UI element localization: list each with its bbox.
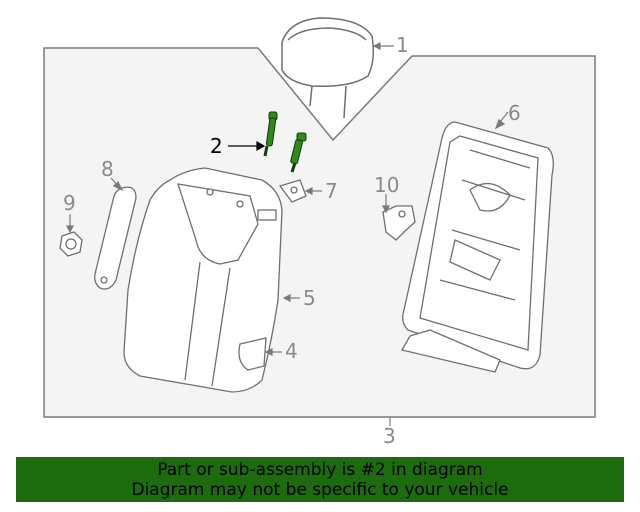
- callout-7: 7: [325, 179, 338, 203]
- callout-10: 10: [374, 173, 399, 197]
- clip-part-7: [278, 179, 307, 203]
- callout-5: 5: [303, 286, 316, 310]
- leader-lines: [66, 42, 509, 426]
- banner-line-1: Part or sub-assembly is #2 in diagram: [157, 460, 483, 480]
- headrest-part-1: [281, 17, 375, 119]
- trim-part-4: [238, 337, 267, 371]
- nut-part-9: [59, 231, 83, 257]
- callout-6: 6: [508, 101, 521, 125]
- info-banner: Part or sub-assembly is #2 in diagram Di…: [16, 457, 624, 502]
- callout-2: 2: [210, 134, 223, 158]
- callout-1: 1: [396, 33, 409, 57]
- seatback-cover-part-5: [123, 167, 283, 393]
- banner-line-2: Diagram may not be specific to your vehi…: [131, 480, 509, 500]
- callout-4: 4: [285, 339, 298, 363]
- seatback-frame-part-6: [401, 121, 554, 373]
- side-trim-part-8: [94, 186, 137, 290]
- callout-3: 3: [383, 424, 396, 448]
- parts-diagram: 1 2 3 4 5 6 7 8 9 10: [43, 17, 596, 448]
- guide-bolts-part-2: [263, 111, 307, 173]
- bracket-part-10: [382, 205, 416, 241]
- callout-9: 9: [63, 191, 76, 215]
- callout-8: 8: [101, 157, 114, 181]
